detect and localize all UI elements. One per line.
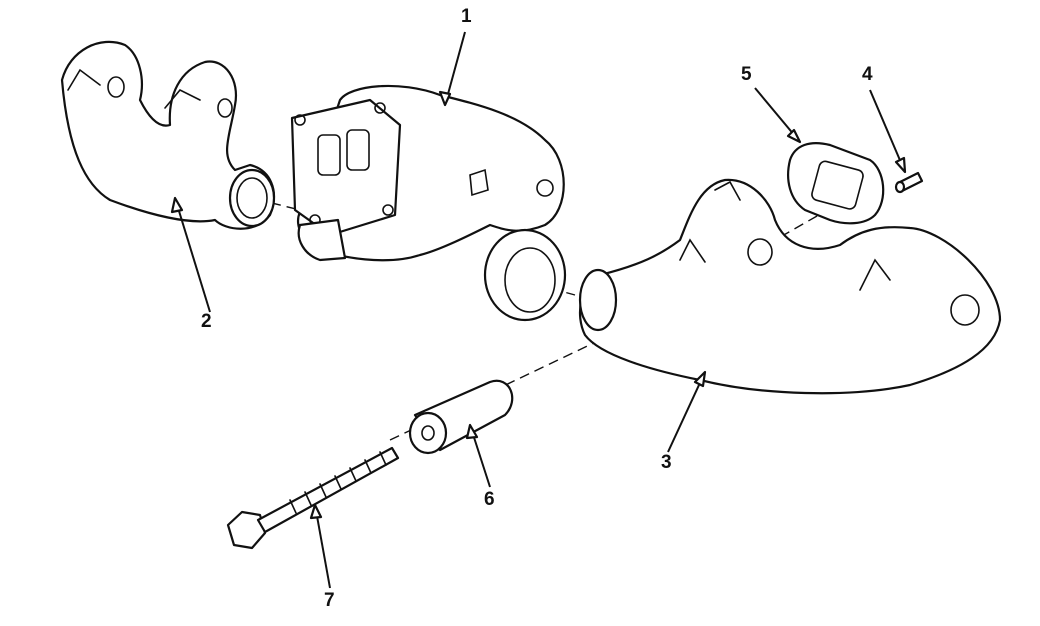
part-2-left-manifold bbox=[60, 40, 276, 230]
part-5-gasket bbox=[787, 142, 885, 225]
callout-1: 1 bbox=[461, 6, 472, 27]
callout-3: 3 bbox=[661, 452, 672, 473]
callout-6: 6 bbox=[484, 489, 495, 510]
part-6-spacer bbox=[408, 379, 514, 455]
part-3-right-manifold bbox=[578, 178, 1002, 395]
callout-4: 4 bbox=[862, 64, 873, 85]
part-1-center-manifold bbox=[290, 84, 567, 322]
part-7-bolt bbox=[226, 446, 400, 550]
callout-5: 5 bbox=[741, 64, 752, 85]
callout-7: 7 bbox=[324, 590, 335, 611]
callout-2: 2 bbox=[201, 311, 212, 332]
leader-lines bbox=[170, 31, 907, 589]
part-4-stud bbox=[894, 171, 924, 194]
